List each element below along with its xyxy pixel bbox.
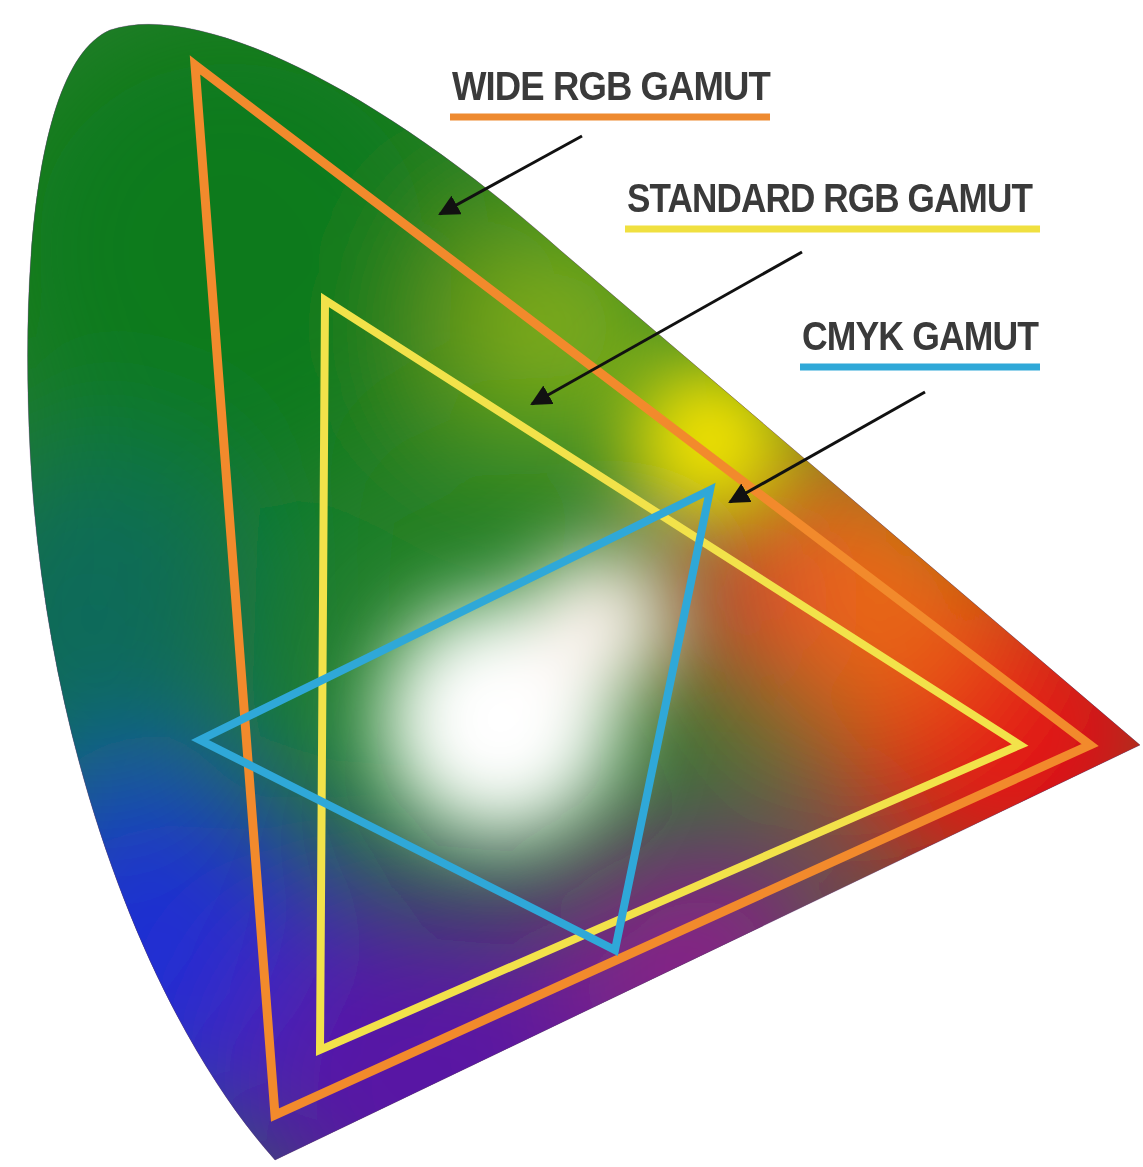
leader-arrow <box>730 392 925 502</box>
wide-underline <box>450 114 770 121</box>
label-box: STANDARD RGB GAMUT <box>627 178 1088 218</box>
cmyk-triangle <box>200 490 710 950</box>
label-box: WIDE RGB GAMUT <box>452 66 800 106</box>
gamut-label: STANDARD RGB GAMUT <box>627 178 1032 218</box>
leader-arrow <box>532 252 802 404</box>
wide-rgb-triangle <box>195 65 1090 1115</box>
locus-outline <box>28 24 1140 1160</box>
gamut-label: WIDE RGB GAMUT <box>452 66 770 106</box>
cmyk-underline <box>800 364 1040 371</box>
gamut-label: CMYK GAMUT <box>802 316 1038 356</box>
leader-arrow <box>440 136 582 214</box>
standard-underline <box>625 226 1040 233</box>
label-box: CMYK GAMUT <box>802 316 1068 356</box>
